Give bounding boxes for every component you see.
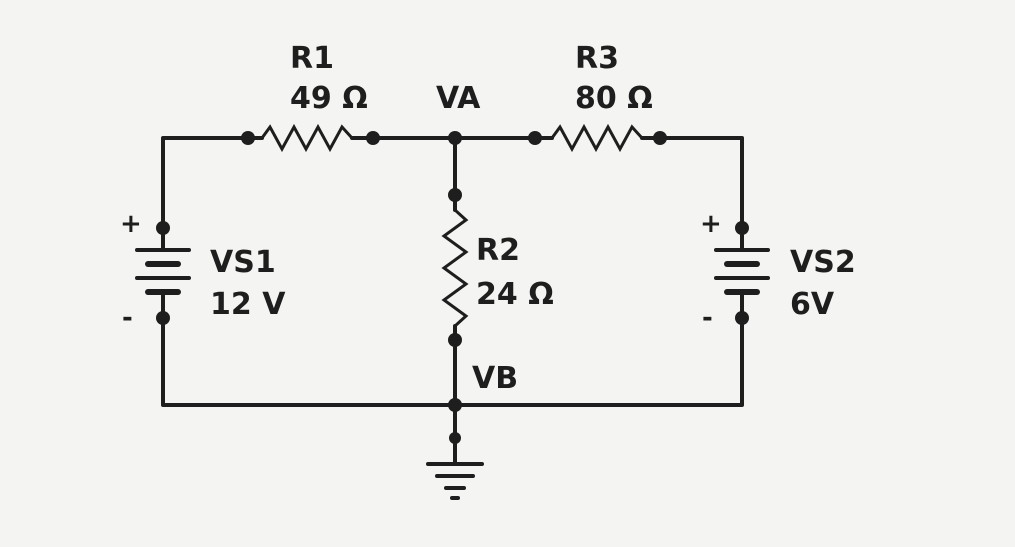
ground-symbol [426,432,484,500]
r3-name: R3 [575,41,619,76]
voltage-source-vs2: + - VS2 6V [700,209,856,333]
vb-label: VB [472,361,518,396]
vs2-value: 6V [790,287,835,322]
r1-terminal-right [366,131,380,145]
wires [161,136,744,464]
node-vb: VB [448,361,518,412]
ground-terminal [449,432,461,444]
vs2-name: VS2 [790,245,856,280]
r3-value: 80 Ω [575,81,653,116]
wire-top-left [161,136,250,230]
voltage-source-vs1: + - VS1 12 V [120,209,286,333]
vs2-terminal-bottom [735,311,749,325]
node-va: VA [436,81,481,145]
wire-top-right [658,136,744,230]
r3-terminal-left [528,131,542,145]
vs1-minus-sign: - [122,303,133,333]
resistor-r2: R2 24 Ω [441,188,554,347]
r1-name: R1 [290,41,334,76]
resistor-r3: R3 80 Ω [528,41,667,153]
r2-terminal-top [448,188,462,202]
vs2-plus-sign: + [700,209,722,239]
vs2-minus-sign: - [702,303,713,333]
r2-terminal-bottom [448,333,462,347]
va-junction [448,131,462,145]
r1-terminal-left [241,131,255,145]
wire-bottom-right [453,316,744,407]
va-label: VA [436,81,481,116]
vs1-name: VS1 [210,245,276,280]
vs1-plus-sign: + [120,209,142,239]
r2-value: 24 Ω [476,277,554,312]
r2-name: R2 [476,233,520,268]
vs1-value: 12 V [210,287,286,322]
vb-junction [448,398,462,412]
wire-bottom-left [161,316,457,407]
r1-value: 49 Ω [290,81,368,116]
r3-terminal-right [653,131,667,145]
resistor-r1: R1 49 Ω [241,41,380,153]
vs1-terminal-bottom [156,311,170,325]
